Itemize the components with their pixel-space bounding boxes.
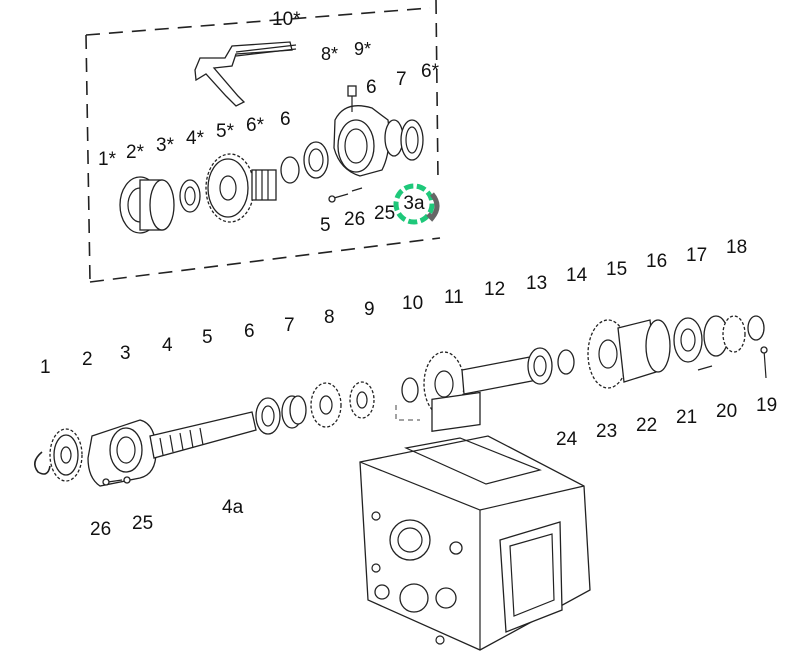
- callout-2: 2: [82, 349, 93, 370]
- shaft-bearings-5-7: [255, 395, 307, 435]
- callout-16: 16: [646, 251, 668, 272]
- input-shaft-4: [149, 411, 257, 459]
- callout-19: 19: [756, 395, 778, 416]
- drive-gear-2: [49, 428, 83, 482]
- callout-1-star: 1*: [98, 149, 116, 170]
- rotate-view-badge[interactable]: 3a: [388, 180, 444, 228]
- callout-5-top: 5: [320, 215, 331, 236]
- callout-9: 9: [364, 299, 375, 320]
- rotate-view-icon: [393, 183, 440, 225]
- callout-4: 4: [162, 335, 173, 356]
- callout-8: 8: [324, 307, 335, 328]
- callout-18: 18: [726, 237, 748, 258]
- gears-8-9: [310, 381, 375, 428]
- callout-13: 13: [526, 273, 548, 294]
- callout-11: 11: [444, 287, 464, 308]
- bearing-housing-top: [333, 85, 390, 177]
- badge-ring: [393, 183, 435, 225]
- badge-arrow: [426, 192, 440, 222]
- callout-8-star: 8*: [321, 44, 339, 64]
- callout-6-star-mid: 6*: [246, 115, 264, 136]
- callout-5-star: 5*: [216, 121, 234, 142]
- badge-label: 3a: [403, 193, 425, 214]
- circlip: [34, 451, 51, 475]
- shift-fork: [194, 41, 297, 107]
- callout-14: 14: [566, 265, 588, 286]
- subassembly-boundary: [85, 0, 441, 283]
- callout-6-top: 6: [366, 77, 377, 98]
- gearbox-housing: [359, 391, 591, 651]
- callout-4a: 4a: [222, 497, 244, 518]
- small-fasteners: [102, 346, 768, 486]
- callout-3-star: 3*: [156, 135, 174, 156]
- callout-1: 1: [40, 357, 51, 378]
- callout-6-mid: 6: [280, 109, 291, 130]
- callout-25-top: 25: [374, 203, 396, 224]
- callout-24: 24: [556, 429, 578, 450]
- callout-12: 12: [484, 279, 506, 300]
- callout-3: 3: [120, 343, 131, 364]
- callout-25: 25: [132, 513, 154, 534]
- layshaft-11: [401, 347, 575, 417]
- callout-6: 6: [244, 321, 255, 342]
- output-gears-14-18: [587, 315, 765, 389]
- callout-17: 17: [686, 245, 708, 266]
- upper-gear-train: [119, 153, 277, 234]
- bearing-carrier-3: [87, 419, 157, 487]
- callout-9-star: 9*: [354, 39, 372, 59]
- callout-4-star: 4*: [186, 128, 204, 149]
- callout-2-star: 2*: [126, 142, 144, 163]
- callout-7-top: 7: [396, 69, 407, 90]
- callout-21: 21: [676, 407, 698, 428]
- callout-15: 15: [606, 259, 628, 280]
- callout-20: 20: [716, 401, 738, 422]
- upper-screws: [328, 187, 363, 203]
- callout-7: 7: [284, 315, 295, 336]
- callout-5: 5: [202, 327, 213, 348]
- callout-26-top: 26: [344, 209, 366, 230]
- callout-10: 10: [402, 293, 424, 314]
- callout-22: 22: [636, 415, 658, 436]
- callout-23: 23: [596, 421, 618, 442]
- callout-10-star: 10*: [272, 9, 301, 30]
- callout-6-star-top: 6*: [421, 61, 439, 82]
- upper-seals: [280, 119, 424, 184]
- callout-26: 26: [90, 519, 112, 540]
